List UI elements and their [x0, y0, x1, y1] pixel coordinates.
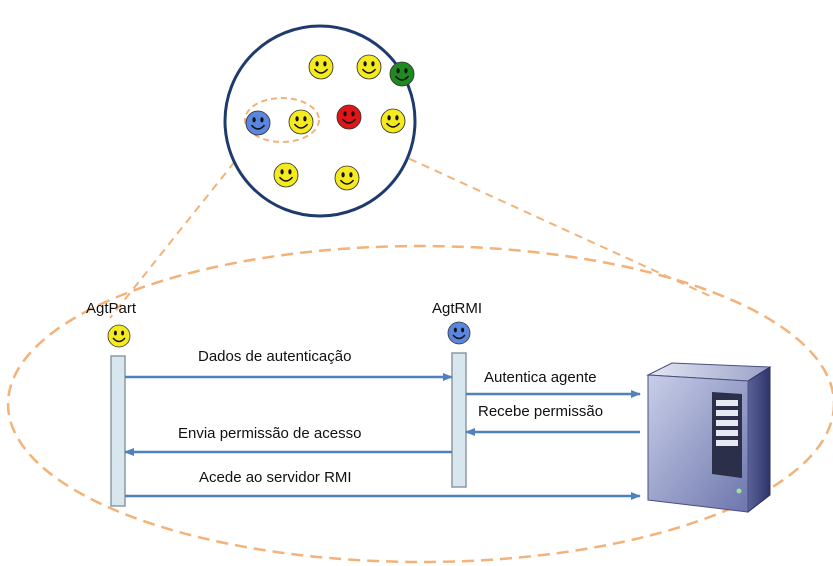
smiley-icon [334, 165, 360, 191]
smiley-icon [308, 54, 334, 80]
zoom-ellipse [6, 244, 833, 564]
msg-acede-servidor: Acede ao servidor RMI [199, 469, 352, 486]
agent-label-agtrmi: AgtRMI [432, 300, 483, 317]
msg-autentica-agente: Autentica agente [484, 369, 597, 386]
server-icon [646, 362, 772, 514]
smiley-icon [336, 104, 362, 130]
smiley-icon [356, 54, 382, 80]
msg-envia-permissao: Envia permissão de acesso [178, 425, 362, 442]
agent-label-agtpart: AgtPart [86, 300, 137, 317]
smiley-icon [380, 108, 406, 134]
selection-ellipse [244, 97, 320, 143]
msg-dados-autenticacao: Dados de autenticação [198, 348, 352, 365]
smiley-icon [107, 324, 131, 348]
zoom-connector-left [109, 139, 253, 319]
lifeline-agtrmi [451, 352, 467, 488]
smiley-icon [447, 321, 471, 345]
smiley-icon [245, 110, 271, 136]
msg-recebe-permissao: Recebe permissão [478, 403, 604, 420]
smiley-icon [288, 109, 314, 135]
smiley-icon [389, 61, 415, 87]
lifeline-agtpart [110, 355, 126, 507]
smiley-icon [273, 162, 299, 188]
